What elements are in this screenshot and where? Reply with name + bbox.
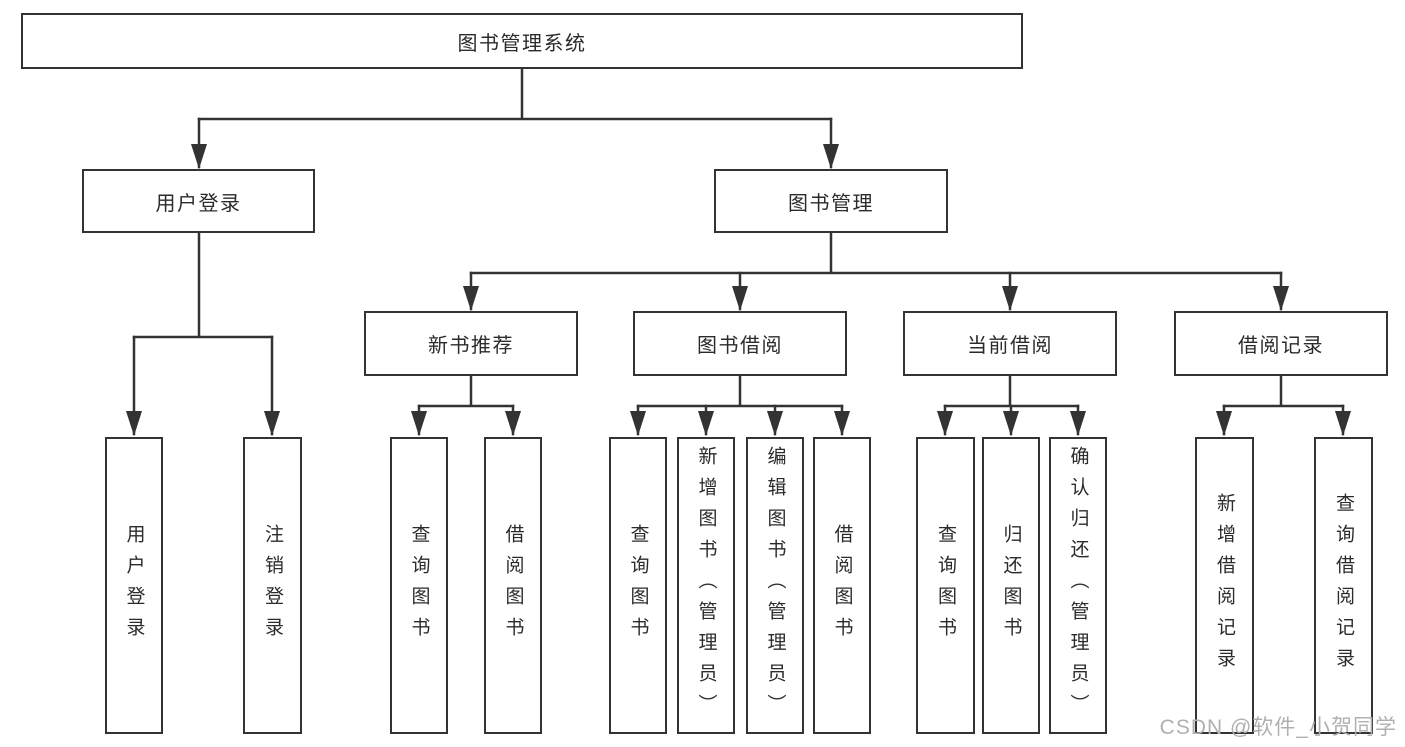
csdn-watermark: CSDN @软件_小贺同学 <box>1159 716 1397 739</box>
leaf-user-login: 用户登录 <box>105 437 163 734</box>
leaf-borrow-books-recommend: 借阅图书 <box>484 437 542 734</box>
leaf-search-books-current: 查询图书 <box>916 437 975 734</box>
node-new-book-recommend: 新书推荐 <box>364 311 578 376</box>
leaf-edit-book-admin: 编辑图书（管理员） <box>746 437 804 734</box>
leaf-search-borrow-record: 查询借阅记录 <box>1314 437 1373 734</box>
leaf-search-books-borrow: 查询图书 <box>609 437 667 734</box>
leaf-search-books-recommend: 查询图书 <box>390 437 448 734</box>
leaf-borrow-books: 借阅图书 <box>813 437 871 734</box>
node-book-management: 图书管理 <box>714 169 948 233</box>
node-borrow-records: 借阅记录 <box>1174 311 1388 376</box>
node-user-login: 用户登录 <box>82 169 315 233</box>
leaf-confirm-return-admin: 确认归还（管理员） <box>1049 437 1107 734</box>
leaf-add-borrow-record: 新增借阅记录 <box>1195 437 1254 734</box>
leaf-return-books: 归还图书 <box>982 437 1040 734</box>
node-library-management-system: 图书管理系统 <box>21 13 1023 69</box>
leaf-logout: 注销登录 <box>243 437 302 734</box>
node-book-borrow: 图书借阅 <box>633 311 847 376</box>
leaf-add-book-admin: 新增图书（管理员） <box>677 437 735 734</box>
node-current-borrow: 当前借阅 <box>903 311 1117 376</box>
